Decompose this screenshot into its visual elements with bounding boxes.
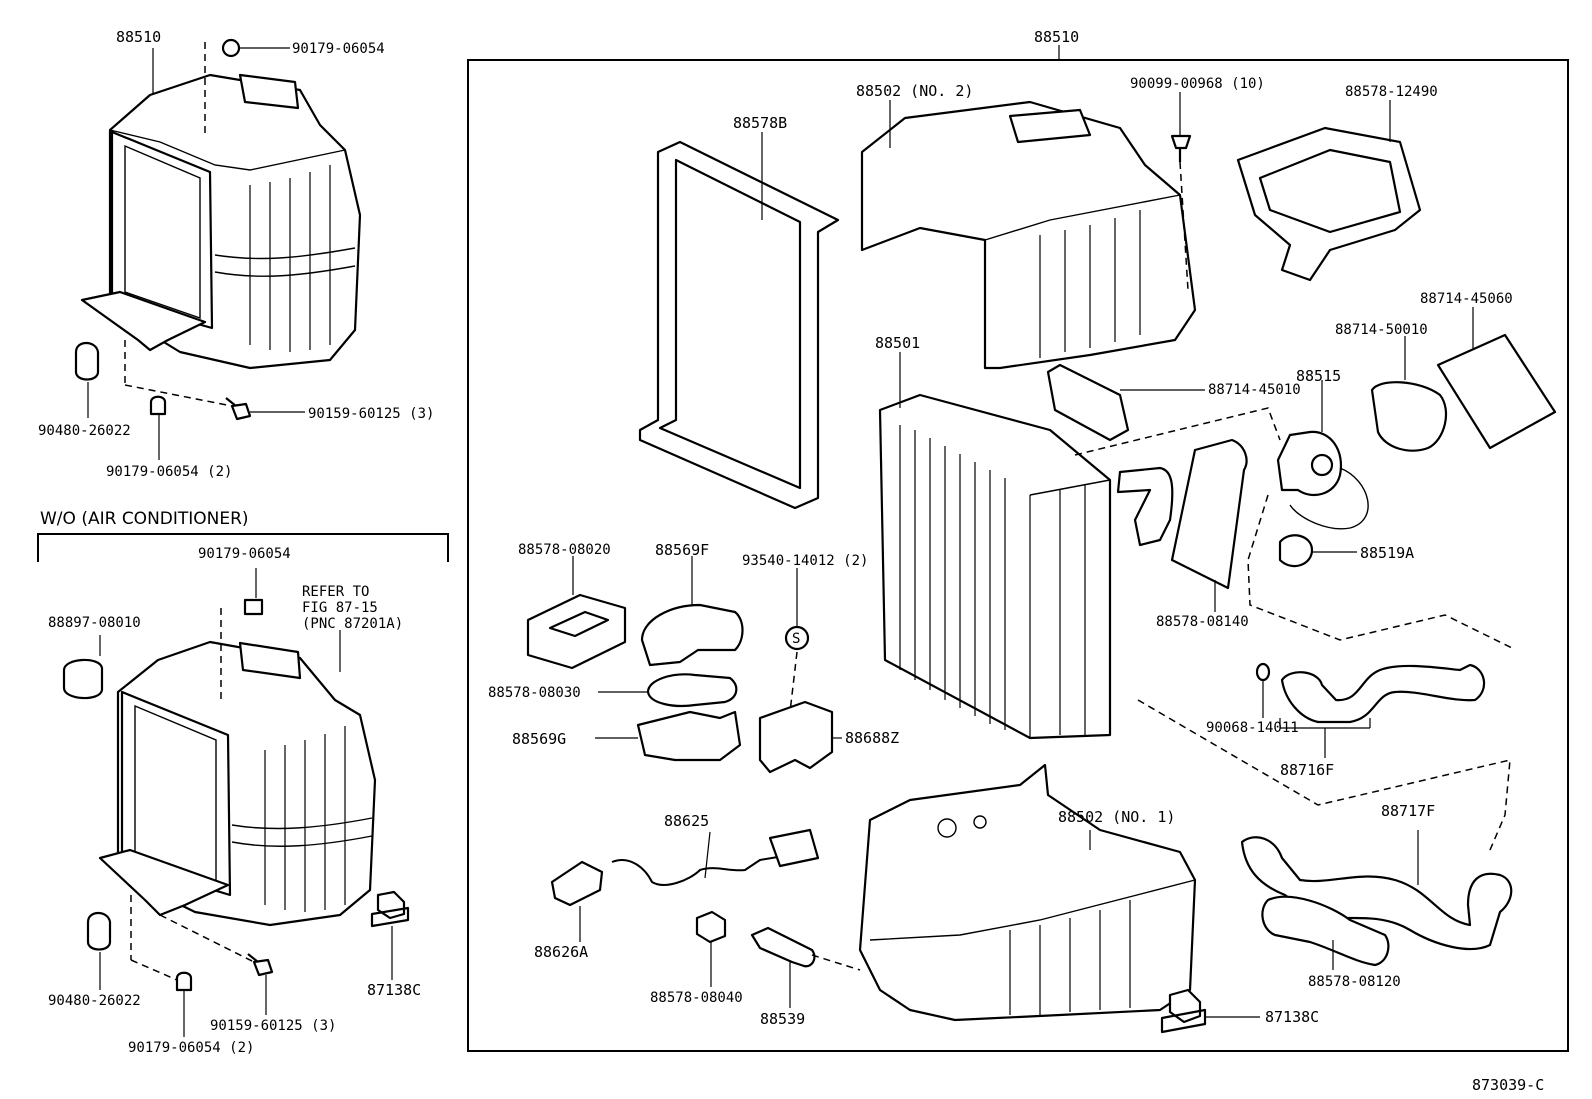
leader-lines — [87, 47, 1474, 1037]
refer-note-line2: FIG 87-15 — [302, 600, 378, 616]
label-oring: 90068-14011 — [1206, 720, 1299, 736]
label-screw-s: 93540-14012 (2) — [742, 553, 868, 569]
wire-connector-88625 — [768, 828, 820, 868]
left-bottom-screw — [247, 953, 274, 977]
label-expansion-valve: 88515 — [1296, 367, 1341, 385]
label-left-clip-bottom: 90179-06054 (2) — [106, 464, 232, 480]
label-clamp-seal: 88578-08030 — [488, 685, 581, 701]
label-case-lower: 88502 (NO. 1) — [1058, 808, 1175, 826]
label-seal-pad: 88578-08140 — [1156, 614, 1249, 630]
label-grommet-seal: 88578-08020 — [518, 542, 611, 558]
label-seal-frame: 88578B — [733, 114, 787, 132]
label-thermistor: 88714-50010 — [1335, 322, 1428, 338]
drain-plug-88539 — [750, 926, 816, 968]
label-seal-loop: 88578-12490 — [1345, 84, 1438, 100]
label-connector: 88626A — [534, 943, 588, 961]
left-bottom-heater-unit — [98, 640, 377, 927]
label-tape: 88714-45060 — [1420, 291, 1513, 307]
left-bottom-bolt — [370, 890, 410, 928]
refer-note-line3: (PNC 87201A) — [302, 616, 403, 632]
refer-note-line1: REFER TO — [302, 584, 369, 600]
clamp-lower-88569g — [636, 710, 742, 762]
label-nut: 88578-08040 — [650, 990, 743, 1006]
expansion-valve-88515 — [1276, 430, 1369, 530]
figure-code: 873039-C — [1472, 1076, 1544, 1094]
tape-88714-45060 — [1436, 333, 1557, 450]
seal-pad-88578-08140 — [1170, 438, 1248, 590]
nut-88578-08040 — [695, 910, 727, 944]
s-mark-text: S — [792, 631, 800, 647]
lower-case-88502-no1 — [858, 763, 1197, 1022]
clamp-upper-88569f — [640, 603, 744, 667]
label-wire: 88625 — [664, 812, 709, 830]
evaporator-88501 — [878, 393, 1174, 740]
seal-loop-88578-12490 — [1236, 126, 1422, 282]
oring-90068-14011 — [1255, 662, 1271, 682]
upper-case-88502-no2 — [860, 100, 1197, 370]
label-lb-grommet: 90480-26022 — [48, 993, 141, 1009]
label-drain-plug: 88539 — [760, 1010, 805, 1028]
label-case-upper: 88502 (NO. 2) — [856, 82, 973, 100]
label-clamp-lower: 88569G — [512, 730, 566, 748]
label-bracket: 88688Z — [845, 729, 899, 747]
label-bolt-main: 87138C — [1265, 1008, 1319, 1026]
label-lb-screw: 90159-60125 (3) — [210, 1018, 336, 1034]
label-left-unit: 88510 — [116, 28, 161, 46]
clamp-seal-88578-08030 — [646, 673, 738, 708]
label-left-clip-top: 90179-06054 — [292, 41, 385, 57]
thermistor-holder-88714-50010 — [1370, 381, 1448, 452]
main-assembly-frame — [467, 59, 1569, 1052]
label-screw-main: 90099-00968 (10) — [1130, 76, 1265, 92]
hose-seal-88578-08120 — [1261, 895, 1390, 967]
label-clamp-88519a: 88519A — [1360, 544, 1414, 562]
wire-88625 — [611, 854, 791, 886]
connector-88626a — [550, 860, 604, 907]
grommet-seal-88578-08020 — [526, 593, 627, 670]
left-bottom-plug — [62, 658, 104, 700]
seal-frame-88578b — [638, 140, 840, 510]
left-top-screw — [225, 397, 252, 421]
screw-90099 — [1170, 134, 1192, 162]
section-bracket — [37, 533, 449, 562]
tube-88716f — [1280, 663, 1486, 724]
left-top-grommet — [74, 341, 100, 381]
label-evaporator: 88501 — [875, 334, 920, 352]
label-lb-bolt: 87138C — [367, 981, 421, 999]
label-lb-plug: 88897-08010 — [48, 615, 141, 631]
label-hose-seal: 88578-08120 — [1308, 974, 1401, 990]
label-clamp-upper: 88569F — [655, 541, 709, 559]
label-tube-outlet: 88717F — [1381, 802, 1435, 820]
bracket-88688z — [758, 700, 834, 774]
bolt-87138c-main — [1160, 988, 1207, 1034]
label-main-unit: 88510 — [1034, 28, 1079, 46]
left-top-clip-bottom — [149, 395, 167, 416]
left-top-heater-unit — [80, 73, 362, 370]
label-left-screw: 90159-60125 (3) — [308, 406, 434, 422]
section-title: W/O (AIR CONDITIONER) — [40, 509, 249, 529]
clamp-88519a — [1278, 534, 1314, 568]
s-mark-circle — [784, 625, 810, 651]
seal-strip-88714-45010 — [1046, 363, 1130, 442]
label-lb-clip-top: 90179-06054 — [198, 546, 291, 562]
left-top-clip-top — [221, 38, 241, 58]
label-seal-strip: 88714-45010 — [1208, 382, 1301, 398]
label-left-grommet: 90480-26022 — [38, 423, 131, 439]
label-lb-clip-bottom: 90179-06054 (2) — [128, 1040, 254, 1056]
left-bottom-grommet — [86, 911, 112, 951]
left-bottom-clip-top — [243, 598, 264, 616]
left-bottom-clip-bottom — [175, 971, 193, 992]
label-tube-inlet: 88716F — [1280, 761, 1334, 779]
